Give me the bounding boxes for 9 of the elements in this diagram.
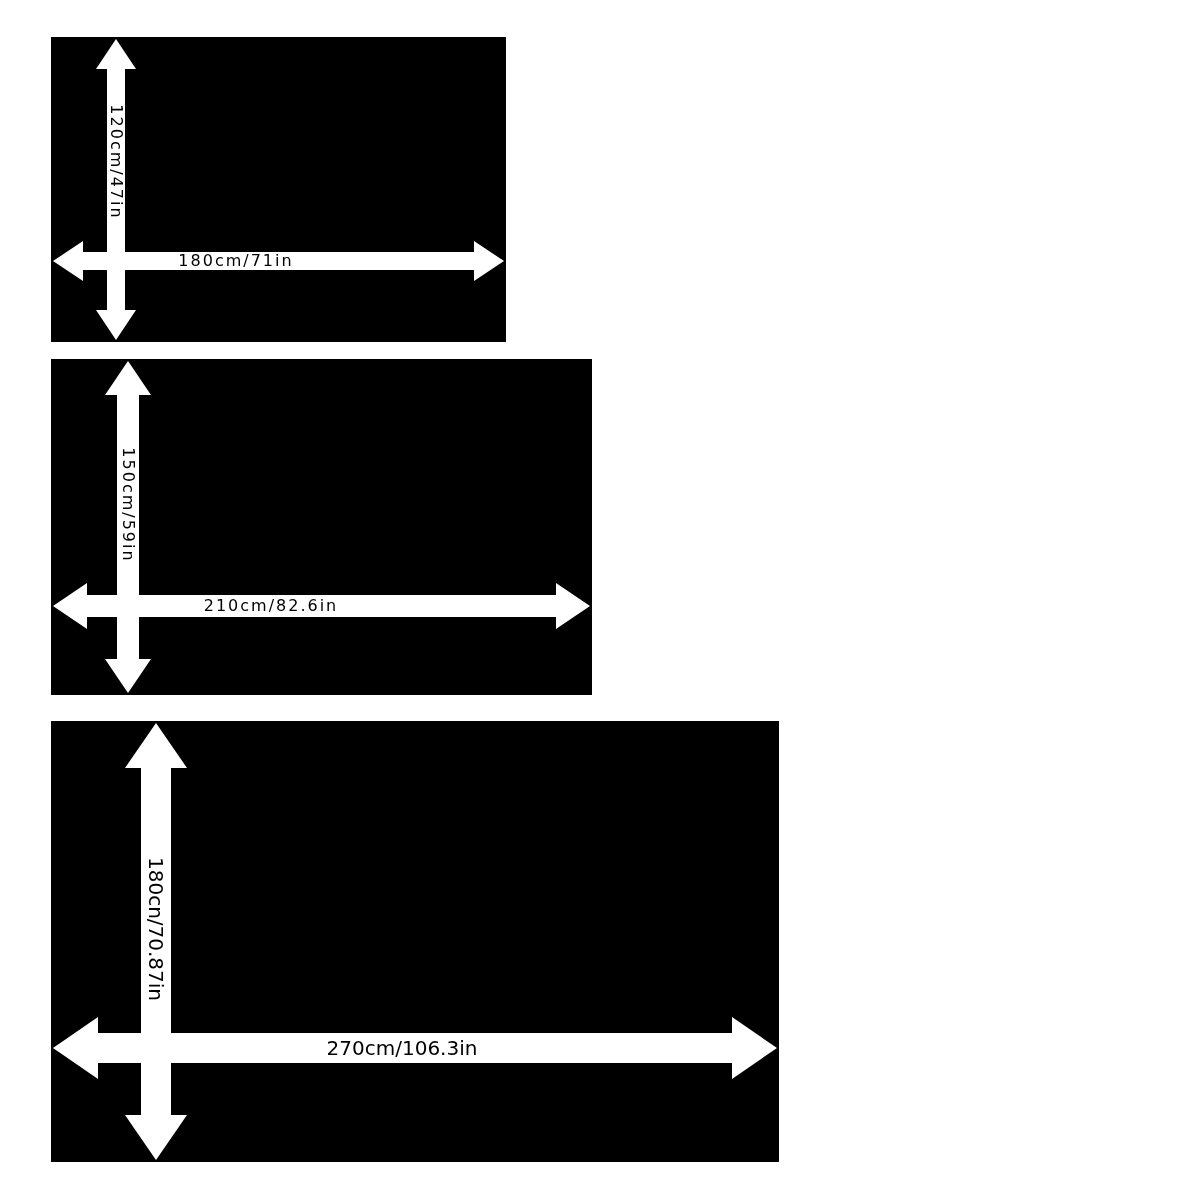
dimension-label: 180cm/71in [178,253,294,269]
dimension-label: 120cm/47in [108,104,124,220]
dimension-label: 150cm/59in [120,447,136,563]
rug-rectangle [51,359,592,695]
rug-rectangle [51,37,506,342]
dimension-label: 210cm/82.6in [203,598,339,614]
dimension-label: 180cn/70.87in [146,856,166,1002]
dimension-label: 270cm/106.3in [326,1038,478,1058]
rug-rectangle [51,721,779,1162]
